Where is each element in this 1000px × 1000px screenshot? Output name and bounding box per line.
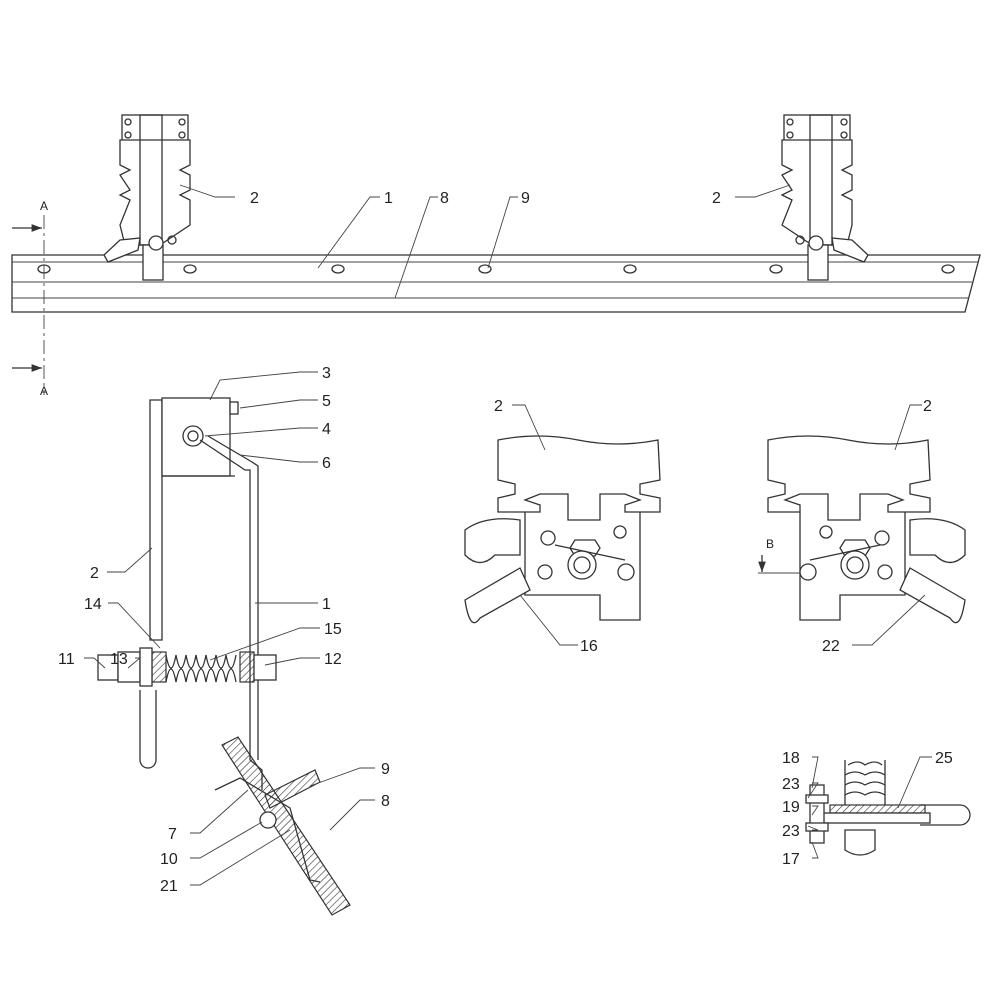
callout-22: 22 (822, 638, 840, 655)
section-b-label: B (766, 537, 774, 551)
detail-bottom-leaders (807, 756, 932, 859)
callout-4: 4 (322, 421, 331, 438)
callout-3: 3 (322, 365, 331, 382)
callout-7: 7 (168, 826, 177, 843)
section-a-label-top: A (40, 199, 48, 213)
callout-21: 21 (160, 878, 178, 895)
callout-15: 15 (324, 621, 342, 638)
callout-13: 13 (110, 651, 128, 668)
callout-1: 1 (322, 596, 331, 613)
callout-12: 12 (324, 651, 342, 668)
callout-2: 2 (712, 190, 721, 207)
callout-25: 25 (935, 750, 953, 767)
side-section-view: 3 5 4 6 2 1 14 15 11 13 12 9 8 7 10 21 (58, 365, 390, 916)
section-a-marker: A A (12, 199, 48, 398)
callout-2: 2 (494, 398, 503, 415)
spring (151, 651, 255, 683)
callout-8: 8 (440, 190, 449, 207)
bracket-left (103, 114, 191, 281)
callout-2: 2 (923, 398, 932, 415)
callout-18: 18 (782, 750, 800, 767)
callout-17: 17 (782, 851, 800, 868)
callout-11: 11 (58, 651, 75, 668)
callout-10: 10 (160, 851, 178, 868)
callout-8: 8 (381, 793, 390, 810)
callout-5: 5 (322, 393, 331, 410)
callout-23: 23 (782, 776, 800, 793)
side-view-leaders (84, 371, 375, 886)
callout-23: 23 (782, 823, 800, 840)
bracket-right (780, 114, 869, 281)
detail-left: 2 16 (464, 398, 661, 655)
callout-9: 9 (381, 761, 390, 778)
detail-right: B 2 22 (758, 398, 966, 655)
top-view: A A 2 1 8 9 2 (11, 114, 981, 398)
callout-16: 16 (580, 638, 598, 655)
callout-2: 2 (90, 565, 99, 582)
callout-19: 19 (782, 799, 800, 816)
callout-1: 1 (384, 190, 393, 207)
callout-2: 2 (250, 190, 259, 207)
section-a-label-bottom: A (40, 384, 48, 398)
top-view-leaders (179, 184, 791, 299)
callout-9: 9 (521, 190, 530, 207)
detail-bottom: 18 23 19 23 17 25 (782, 750, 971, 868)
callout-14: 14 (84, 596, 102, 613)
callout-6: 6 (322, 455, 331, 472)
